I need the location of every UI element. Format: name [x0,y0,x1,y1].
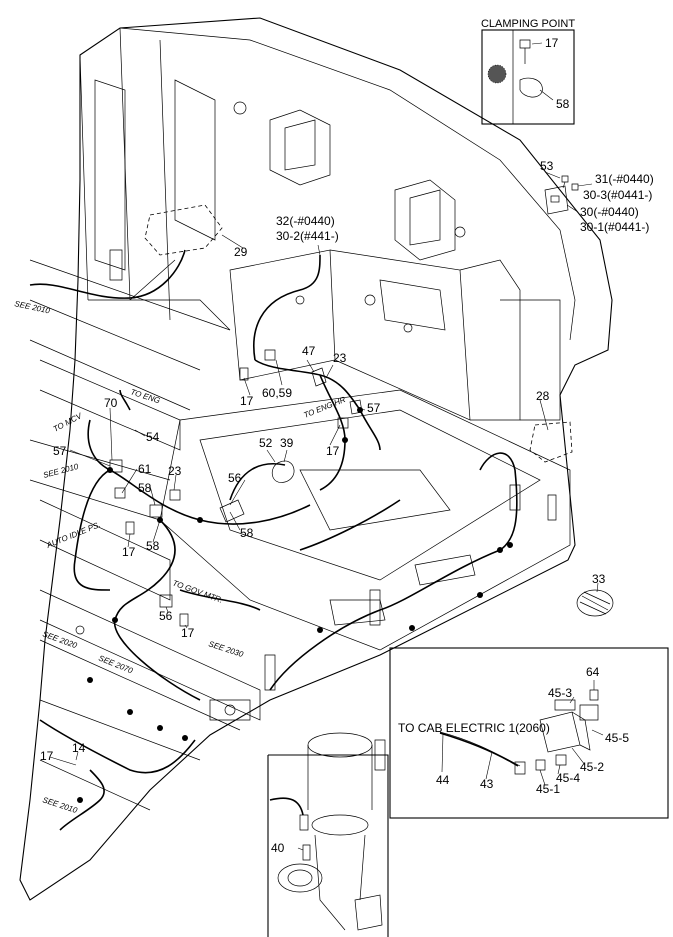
note-see-2030: SEE 2030 [207,639,245,659]
callout-17-lower: 17 [181,626,195,640]
callout-17-left: 17 [122,545,136,559]
callout-45-2: 45-2 [580,760,604,774]
inset-cylinder [267,732,389,937]
note-see-2010-c: SEE 2010 [41,795,79,815]
note-see-2010-a: SEE 2010 [14,299,52,315]
callout-53: 53 [540,159,554,173]
callout-56-lower: 56 [159,609,173,623]
connector-30-31 [544,175,593,215]
note-to-gov-mtr: TO GOV MTR. [171,578,224,604]
callout-58-lower: 58 [146,539,160,553]
callout-52: 52 [259,436,273,450]
callout-70: 70 [104,396,118,410]
note-see-2010-b: SEE 2010 [42,462,80,480]
note-to-eng-hr: TO ENG HR [302,395,347,420]
note-see-2020: SEE 2020 [41,629,78,650]
wire-harness [29,249,518,831]
note-to-cab-electric: TO CAB ELECTRIC 1(2060) [398,721,550,735]
cab-electric-box [389,647,669,819]
clamping-point-title: CLAMPING POINT [481,18,575,30]
callout-45-4: 45-4 [556,771,580,785]
callout-30-2: 30-2(#441-) [276,229,339,243]
callout-28: 28 [536,389,550,403]
callout-56-center: 56 [228,471,242,485]
callout-61: 61 [138,462,152,476]
note-see-2070: SEE 2070 [97,654,134,676]
frame-structure [19,17,614,901]
callout-44: 44 [436,773,450,787]
note-to-eng: TO ENG [129,387,161,405]
callout-14: 14 [72,741,86,755]
inset-cab-electric [389,647,669,819]
callout-labels: 53 31(-#0440) 30-3(#0441-) 30(-#0440) 30… [40,159,654,855]
callout-54: 54 [146,430,160,444]
callout-57-right: 57 [367,401,381,415]
leader-lines [49,171,604,851]
callout-45-3: 45-3 [548,686,572,700]
diagram-notes: SEE 2010 SEE 2010 SEE 2010 SEE 2020 SEE … [14,299,347,815]
callout-31: 31(-#0440) [595,172,654,186]
callout-57-left: 57 [53,444,67,458]
callout-32: 32(-#0440) [276,214,335,228]
callout-43: 43 [480,777,494,791]
callout-17-upper: 17 [240,394,254,408]
callout-30-3: 30-3(#0441-) [583,188,652,202]
callout-29: 29 [234,245,248,259]
callout-45-5: 45-5 [605,731,629,745]
callout-39: 39 [280,436,294,450]
cab-electric-labels: TO CAB ELECTRIC 1(2060) 64 45-3 45-5 45-… [398,665,629,796]
callout-58-left: 58 [138,481,152,495]
callout-23-upper: 23 [333,351,347,365]
callout-30: 30(-#0440) [580,205,639,219]
callout-60-59: 60,59 [262,386,292,400]
note-auto-idle: AUTO IDLE PS. [44,520,101,550]
note-to-mcv: TO MCV [52,411,84,434]
clamping-point-part-58: 58 [556,97,570,111]
callout-40: 40 [271,841,285,855]
inset-clamping-point: CLAMPING POINT 17 58 [481,18,575,125]
clamping-point-part-17: 17 [545,36,559,50]
callout-33: 33 [592,572,606,586]
callout-47: 47 [302,344,316,358]
callout-64: 64 [586,665,600,679]
callout-17-center: 17 [326,444,340,458]
callout-45-1: 45-1 [536,782,560,796]
callout-58-center: 58 [240,526,254,540]
callout-17-bottom: 17 [40,749,54,763]
callout-23-lower: 23 [168,464,182,478]
callout-30-1: 30-1(#0441-) [580,220,649,234]
